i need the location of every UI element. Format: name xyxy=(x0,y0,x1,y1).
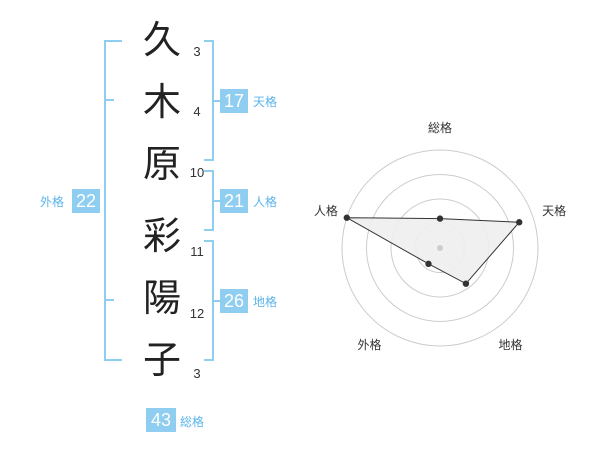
jinkaku-label: 人格 xyxy=(253,195,278,209)
jinkaku-value: 21 xyxy=(220,189,248,213)
radar-point-5 xyxy=(343,214,350,221)
tenkaku-label: 天格 xyxy=(253,95,278,109)
stroke-count-1: 3 xyxy=(193,44,201,59)
name-char-2: 木 xyxy=(142,80,181,124)
name-char-1: 久 xyxy=(142,18,181,62)
radar-axis-label-3: 地格 xyxy=(499,337,523,352)
gaikaku-label: 外格 xyxy=(40,195,65,209)
chikaku-label: 地格 xyxy=(253,295,278,309)
stroke-count-3: 10 xyxy=(189,165,205,180)
radar-axis-label-5: 人格 xyxy=(314,203,338,218)
stroke-count-4: 11 xyxy=(190,244,204,259)
radar-axis-label-2: 天格 xyxy=(542,203,566,218)
name-char-6: 子 xyxy=(142,338,181,382)
radar-ring xyxy=(341,149,539,347)
soukaku-label: 総格 xyxy=(180,415,205,429)
name-char-5: 陽 xyxy=(142,276,181,320)
radar-axis-label-4: 外格 xyxy=(357,337,381,352)
radar-point-2 xyxy=(516,219,523,226)
stroke-count-2: 4 xyxy=(193,104,201,119)
radar-point-1 xyxy=(436,215,444,222)
name-char-3: 原 xyxy=(142,142,181,186)
radar-ring xyxy=(366,174,514,322)
radar-axis-label-1: 総格 xyxy=(428,120,452,135)
stroke-count-6: 3 xyxy=(193,366,201,381)
gaikaku-value: 22 xyxy=(72,189,100,213)
radar-center-point xyxy=(437,245,443,251)
soukaku-value: 43 xyxy=(146,408,176,432)
stroke-count-5: 12 xyxy=(189,306,205,321)
chikaku-value: 26 xyxy=(220,289,248,313)
name-char-4: 彩 xyxy=(142,214,181,258)
radar-series-area xyxy=(346,217,521,285)
tenkaku-value: 17 xyxy=(220,89,248,113)
radar-point-3 xyxy=(462,280,470,287)
radar-point-4 xyxy=(425,260,432,268)
